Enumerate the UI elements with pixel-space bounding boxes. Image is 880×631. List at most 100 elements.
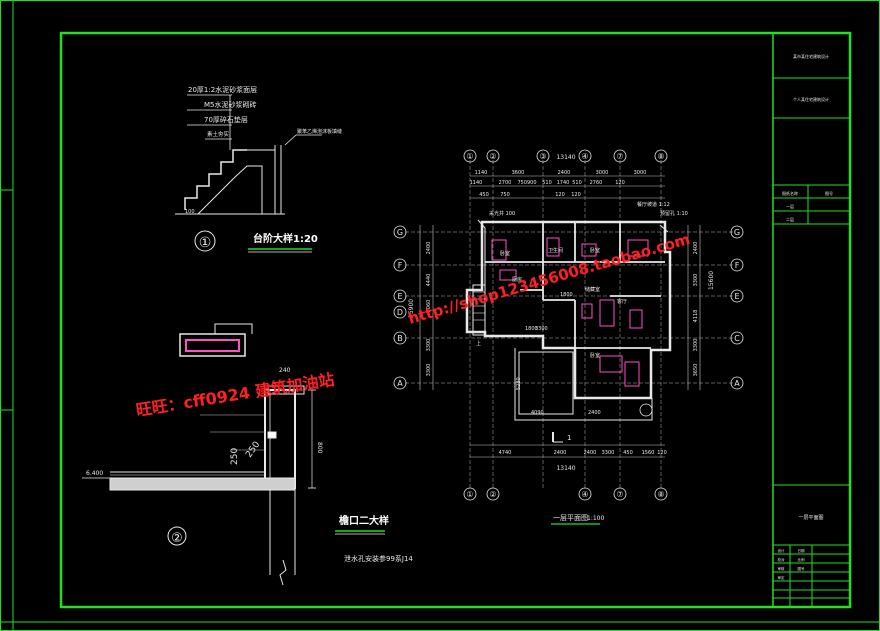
- room-label-3: 卧室: [590, 247, 600, 254]
- detail-2-number: ②: [171, 531, 183, 546]
- title-block: 某市某住宅建筑设计 个人某住宅建筑设计 图纸名称 图号 一层 二层 一层平面图 …: [772, 32, 851, 608]
- plan-annotation-3: 预留孔 1:10: [660, 210, 688, 217]
- watermark-line-1: 旺旺：cff0924 建筑加油站: [135, 370, 336, 420]
- stair-dim-label: 100: [185, 209, 195, 215]
- stair-side-note: 聚苯乙烯泡沫板填缝: [297, 128, 342, 135]
- top-dim-row2-6: 2760: [590, 180, 603, 186]
- detail-2-eave: 800 240 250 250 6.400 ② 檐口二大样 泄水孔安装参99系J…: [82, 323, 413, 586]
- detail-1-bubble: [194, 230, 216, 252]
- bottom-dim-5: 1560: [642, 450, 655, 456]
- bottom-dim-6: 120: [657, 450, 667, 456]
- axis-bubble-left-5-circle: [393, 376, 407, 390]
- left-dim-3: 3300: [426, 339, 432, 352]
- plan-title: 一层平面图: [553, 514, 588, 522]
- watermark-line-2: http://shop123456008.taobao.com: [406, 230, 692, 328]
- title-block-row-1: 一层: [786, 203, 794, 209]
- title-block-header-name: 图纸名称: [782, 190, 798, 196]
- axis-bubble-bottom-1-circle: [486, 487, 500, 501]
- axis-bubble-top-5: ⑧: [657, 152, 664, 161]
- axis-bubble-right-3: C: [734, 334, 740, 343]
- axis-bubble-top-1-circle: [486, 149, 500, 163]
- axis-bubble-left-2: E: [397, 292, 402, 301]
- top-dim-row1-0: 1140: [475, 170, 488, 176]
- title-block-cell-approve: 审定: [778, 575, 786, 580]
- top-dim-row2-0: 1140: [470, 180, 483, 186]
- title-block-subproject: 个人某住宅建筑设计: [793, 96, 829, 102]
- detail-2-bubble: [167, 526, 187, 546]
- axis-bubble-bottom-3: ⑦: [616, 490, 623, 499]
- top-dim-row3-1: 750: [500, 192, 510, 198]
- eave-dim-240: 240: [279, 367, 291, 374]
- axis-bubble-right-3-circle: [730, 331, 744, 345]
- axis-bubble-bottom-4-circle: [654, 487, 668, 501]
- plan-inner-dim-5: 5280: [516, 377, 522, 390]
- axis-bubble-top-1: ②: [489, 152, 496, 161]
- title-block-header-no: 图号: [825, 190, 833, 196]
- top-dim-row1-3: 3000: [596, 170, 609, 176]
- axis-bubble-top-4: ⑦: [616, 152, 623, 161]
- axis-bubble-bottom-0-circle: [463, 487, 477, 501]
- title-block-row-2: 二层: [786, 216, 794, 222]
- axis-bubble-left-1: F: [398, 261, 403, 270]
- axis-bubble-bottom-4: ⑧: [657, 490, 664, 499]
- room-label-5: 厨房: [512, 276, 522, 283]
- top-dim-row1-2: 2400: [558, 170, 571, 176]
- top-dim-row2-7: 120: [615, 180, 625, 186]
- axis-bubble-left-3-circle: [393, 305, 407, 319]
- plan-bottom-overall: 13140: [556, 465, 575, 472]
- axis-bubble-right-1-circle: [730, 258, 744, 272]
- title-block-drawing-name: 一层平面图: [798, 515, 823, 521]
- top-dim-row3-3: 120: [571, 192, 581, 198]
- title-block-project: 某市某住宅建筑设计: [793, 53, 829, 59]
- top-dim-row1-1: 3600: [512, 170, 525, 176]
- room-label-1: 卧室: [500, 250, 510, 257]
- detail-2-subtitle: 泄水孔安装参99系J14: [344, 554, 413, 563]
- detail-1-stair: 20厚1:2水泥砂浆面层 M5水泥砂浆砌砖 70厚碎石垫层 素土夯实 聚苯乙烯泡…: [175, 85, 342, 253]
- eave-dim-800: 800: [316, 442, 323, 454]
- axis-bubble-right-1: F: [735, 261, 740, 270]
- plan-left-overall: 15900: [408, 299, 415, 318]
- right-dim-2: 4118: [693, 310, 699, 323]
- plan-inner-dim-3: 1800: [560, 292, 573, 298]
- right-dim-0: 2400: [693, 242, 699, 255]
- plan-scale: 1:100: [587, 515, 604, 522]
- top-dim-row2-2: 750900: [517, 180, 536, 186]
- axis-bubble-top-3-circle: [578, 149, 592, 163]
- title-block-cell-number: 图号: [798, 566, 806, 571]
- floor-plan: 卧室 卫生间 卧室 客厅 厨房 卧室 储藏室 上 采光井 100 餐厅坡道 1:…: [393, 149, 744, 525]
- room-label-6: 卧室: [590, 352, 600, 359]
- top-dim-row2-4: 1740: [557, 180, 570, 186]
- watermark: 旺旺：cff0924 建筑加油站 http://shop123456008.ta…: [135, 230, 692, 420]
- eave-level: 6.400: [86, 470, 103, 477]
- stair-layer-4: 素土夯实: [207, 130, 230, 138]
- detail-1-number: ①: [199, 235, 212, 251]
- axis-bubble-bottom-2: ④: [581, 490, 588, 499]
- axis-bubble-right-2-circle: [730, 289, 744, 303]
- axis-bubble-right-0-circle: [730, 225, 744, 239]
- detail-2-title: 檐口二大样: [339, 514, 389, 527]
- axis-bubble-top-0: ①: [466, 152, 473, 161]
- plan-inner-dim-4: 3300: [535, 326, 548, 332]
- plan-inner-dim-1: 4090: [531, 410, 544, 416]
- axis-bubble-top-2: ③: [539, 152, 546, 161]
- axis-bubble-top-2-circle: [536, 149, 550, 163]
- axis-bubble-right-0: G: [734, 228, 740, 237]
- bottom-dim-4: 450: [623, 450, 633, 456]
- bottom-dim-1: 2400: [554, 450, 567, 456]
- axis-bubble-top-0-circle: [463, 149, 477, 163]
- right-dim-1: 3300: [693, 274, 699, 287]
- top-dim-row2-3: 510: [542, 180, 552, 186]
- axis-bubble-left-4: B: [397, 334, 403, 343]
- title-block-cell-scale: 比例: [798, 557, 806, 562]
- axis-bubble-left-3: D: [397, 308, 403, 317]
- axis-bubble-bottom-1: ②: [489, 490, 496, 499]
- top-dim-row3-0: 450: [479, 192, 489, 198]
- title-block-cell-date: 日期: [798, 548, 806, 553]
- stair-layer-1: 20厚1:2水泥砂浆面层: [188, 85, 257, 94]
- axis-bubble-right-4: A: [734, 379, 740, 388]
- title-block-cell-design: 设计: [778, 548, 786, 553]
- axis-bubble-left-5: A: [397, 379, 403, 388]
- axis-bubble-top-5-circle: [654, 149, 668, 163]
- room-label-8: 上: [476, 340, 481, 347]
